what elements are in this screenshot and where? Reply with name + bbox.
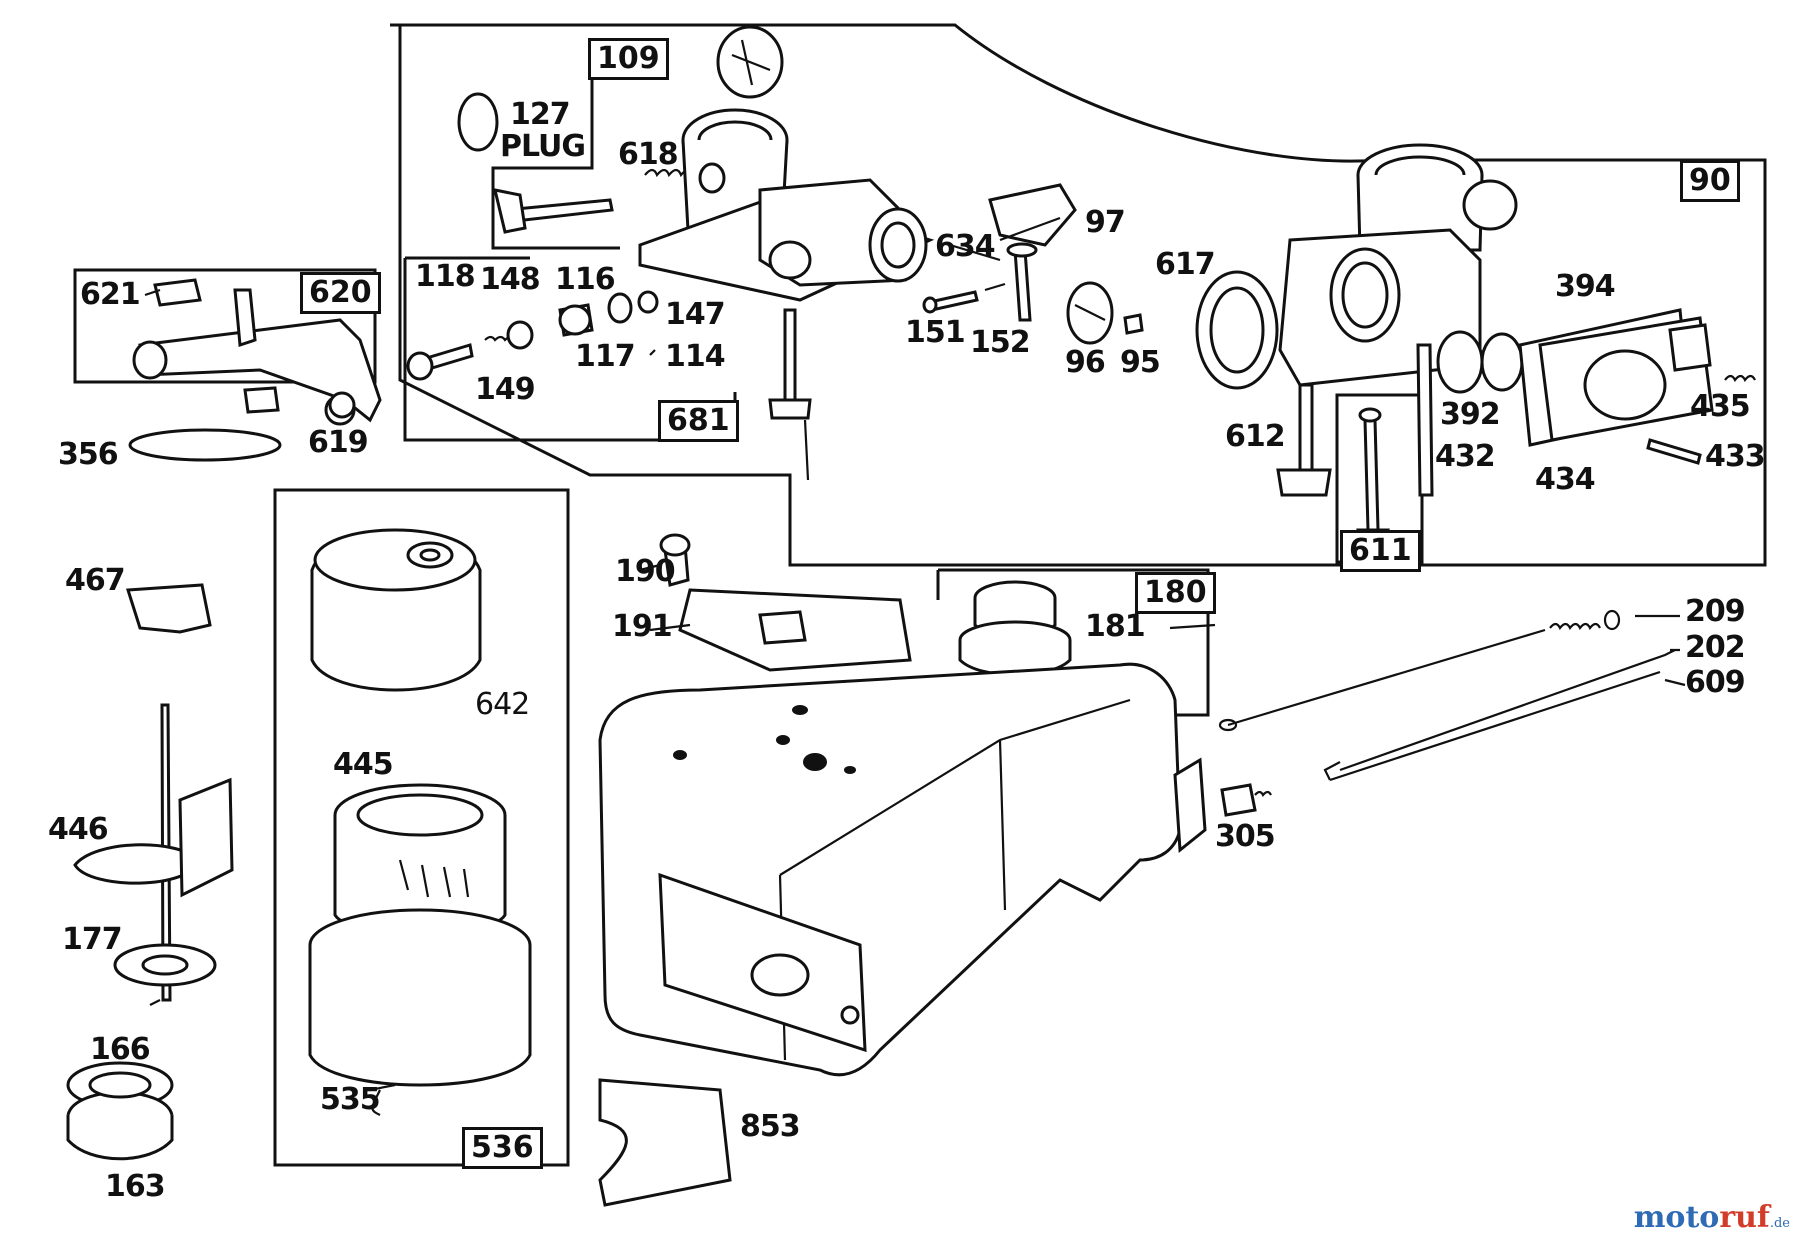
part-label-plug: PLUG <box>500 129 586 164</box>
part-label-151: 151 <box>905 315 966 350</box>
part-label-305: 305 <box>1215 819 1276 854</box>
part-label-619: 619 <box>308 425 369 460</box>
part-label-127: 127 <box>510 97 571 132</box>
part-label-114: 114 <box>665 339 726 374</box>
group-label-536: 536 <box>462 1127 543 1169</box>
part-label-209: 209 <box>1685 594 1746 629</box>
part-label-116: 116 <box>555 262 616 297</box>
throttle-bracket <box>138 318 382 423</box>
throttle-lever-97 <box>988 183 1077 247</box>
fitting-305 <box>1220 783 1257 817</box>
part-label-621: 621 <box>80 277 141 312</box>
group-label-620: 620 <box>300 272 381 314</box>
group-label-611: 611 <box>1340 530 1421 572</box>
screw-95 <box>1123 313 1144 335</box>
watermark-logo: motoruf.de <box>1633 1200 1790 1235</box>
screw-435 <box>1724 374 1756 383</box>
spring-209 <box>1549 622 1601 631</box>
part-label-609: 609 <box>1685 665 1746 700</box>
bracket-853 <box>598 1078 732 1207</box>
link-202 <box>1339 649 1676 772</box>
seal-163 <box>66 1061 174 1161</box>
part-label-433: 433 <box>1705 439 1766 474</box>
group-label-90: 90 <box>1680 160 1740 202</box>
part-label-96: 96 <box>1065 345 1106 380</box>
part-label-97: 97 <box>1085 205 1126 240</box>
part-label-445: 445 <box>333 747 394 782</box>
group-label-109: 109 <box>588 38 669 80</box>
group-label-681: 681 <box>658 400 739 442</box>
part-label-177: 177 <box>62 922 123 957</box>
gasket-392 <box>1436 330 1484 394</box>
part-label-853: 853 <box>740 1109 801 1144</box>
part-label-446: 446 <box>48 812 109 847</box>
link-621 <box>153 278 202 307</box>
group-label-180: 180 <box>1135 572 1216 614</box>
carburetor-group-outline <box>390 23 1767 567</box>
ring-356 <box>128 428 282 462</box>
part-label-95: 95 <box>1120 345 1161 380</box>
part-label-181: 181 <box>1085 609 1146 644</box>
part-label-117: 117 <box>575 339 636 374</box>
part-label-148: 148 <box>480 262 541 297</box>
part-label-617: 617 <box>1155 247 1216 282</box>
box-536-outline <box>273 488 570 1167</box>
box-109-outline <box>491 40 620 250</box>
part-label-434: 434 <box>1535 462 1596 497</box>
part-label-432: 432 <box>1435 439 1496 474</box>
part-label-118: 118 <box>415 259 476 294</box>
part-label-147: 147 <box>665 297 726 332</box>
cap-467 <box>125 583 212 634</box>
o-ring-127 <box>457 92 499 152</box>
part-label-152: 152 <box>970 325 1031 360</box>
part-label-356: 356 <box>58 437 119 472</box>
part-label-392: 392 <box>1440 397 1501 432</box>
foam-precleaner-535 <box>308 908 532 1087</box>
part-label-166: 166 <box>90 1032 151 1067</box>
part-label-467: 467 <box>65 563 126 598</box>
part-label-191: 191 <box>612 609 673 644</box>
pin-433 <box>1646 438 1702 465</box>
part-label-149: 149 <box>475 372 536 407</box>
tube-611 <box>1363 418 1380 532</box>
part-label-634: 634 <box>935 229 996 264</box>
air-cleaner-cover-642 <box>310 528 482 692</box>
part-label-618: 618 <box>618 137 679 172</box>
part-label-202: 202 <box>1685 630 1746 665</box>
part-label-435: 435 <box>1690 389 1751 424</box>
part-label-163: 163 <box>105 1169 166 1204</box>
leader-lines <box>144 216 1686 1116</box>
screw-619 <box>328 391 356 419</box>
part-label-535: 535 <box>320 1082 381 1117</box>
part-label-612: 612 <box>1225 419 1286 454</box>
part-label-190: 190 <box>615 554 676 589</box>
part-label-642: 642 <box>475 687 530 722</box>
fuel-tank <box>598 662 1207 1077</box>
link-609 <box>1329 670 1661 782</box>
carburetor-upper-body <box>638 108 935 481</box>
fuel-cap-181 <box>958 580 1072 677</box>
part-label-394: 394 <box>1555 269 1616 304</box>
filter-element-445 <box>333 783 507 936</box>
washer-114 <box>607 292 633 324</box>
box-611-outline <box>1335 393 1424 564</box>
